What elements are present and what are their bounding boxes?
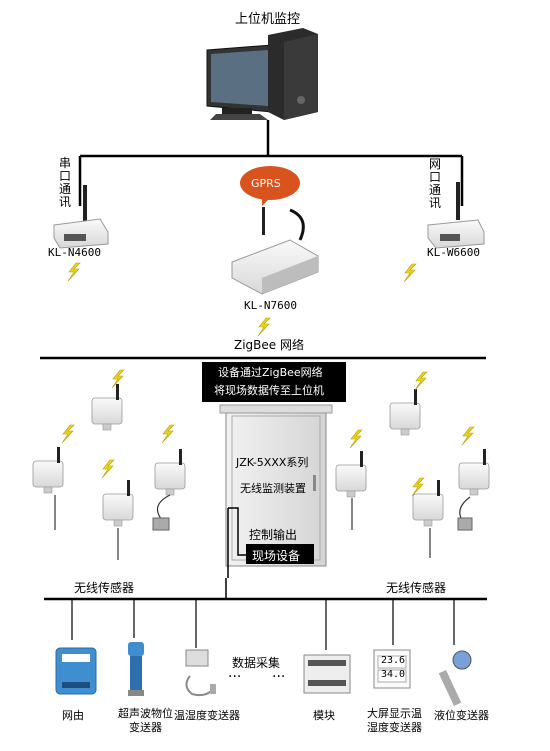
field-device-box [246, 544, 314, 564]
notice-line-1: 设备通过ZigBee网络 [218, 366, 323, 379]
lightning-icon-3 [403, 263, 417, 283]
wireless-sensor-icon [389, 388, 421, 436]
page-title: 上位机监控 [235, 12, 301, 27]
display-transmitter-icon [373, 649, 411, 689]
notice-box [202, 362, 346, 402]
wireless-sensor-icon [154, 448, 186, 496]
lightning-icon-1 [67, 262, 81, 282]
lightning-icon [161, 424, 175, 444]
lightning-icon [411, 477, 425, 497]
bottom-label-temp-humidity: 温湿度变送器 [174, 709, 240, 722]
cabinet-icon [219, 404, 333, 567]
cabinet-line-1: JZK-5XXX系列 [236, 456, 309, 469]
bottom-label-module: 模块 [313, 709, 335, 722]
wireless-sensor-icon [458, 448, 490, 496]
module-icon [303, 654, 351, 694]
wireless-sensor-icon [91, 383, 123, 431]
wireless-sensor-icon [102, 479, 134, 527]
gprs-label: GPRS [251, 177, 281, 190]
lightning-icon-2 [257, 317, 271, 337]
lightning-icon [101, 459, 115, 479]
gprs-dtu-icon [231, 207, 319, 295]
serial-comm-label: 串口通讯 [58, 156, 71, 209]
lightning-icon [349, 429, 363, 449]
control-line [225, 507, 250, 598]
lightning-icon [414, 371, 428, 391]
field-device-label: 现场设备 [252, 549, 301, 563]
notice-line-2: 将现场数据传至上位机 [214, 384, 324, 397]
bottom-label-display: 大屏显示温 湿度变送器 [367, 707, 422, 734]
wireless-sensor-right-label: 无线传感器 [386, 581, 447, 595]
data-collect-label: 数据采集 [232, 656, 281, 670]
network-comm-label: 网口通讯 [428, 157, 441, 210]
lightning-icon [461, 426, 475, 446]
zigbee-network-label: ZigBee 网络 [234, 338, 304, 352]
wireless-sensor-icon [32, 446, 64, 494]
top-bus-line [78, 120, 464, 206]
lightning-icon [61, 424, 75, 444]
bottom-label-router: 网由 [62, 709, 84, 722]
wireless-sensor-left-label: 无线传感器 [74, 581, 135, 595]
router-right-icon [427, 182, 485, 249]
device-center-label: KL-N7600 [244, 299, 297, 312]
device-left-label: KL-N4600 [48, 246, 101, 259]
pc-tower-icon [268, 28, 318, 120]
ultrasonic-level-icon [128, 642, 144, 696]
bottom-label-ultrasonic: 超声波物位 变送器 [118, 707, 173, 734]
display-reading-1: 23.6 [381, 655, 406, 666]
wireless-sensor-icon [335, 450, 367, 498]
router-device-icon [55, 647, 97, 695]
temp-humidity-icon [185, 649, 216, 697]
display-reading-2: 34.0 [381, 669, 406, 680]
ellipsis-right: ··· [272, 669, 286, 685]
bottom-label-liquid-level: 液位变送器 [434, 709, 489, 722]
device-right-label: KL-W6600 [427, 246, 480, 259]
cabinet-line-2: 无线监测装置 [240, 482, 306, 495]
liquid-level-icon [438, 650, 472, 707]
router-left-icon [53, 185, 109, 249]
gprs-bubble-icon [240, 166, 300, 206]
pc-monitor-icon [206, 44, 273, 120]
ellipsis-left: ··· [228, 669, 242, 685]
control-output-label: 控制输出 [249, 528, 298, 542]
